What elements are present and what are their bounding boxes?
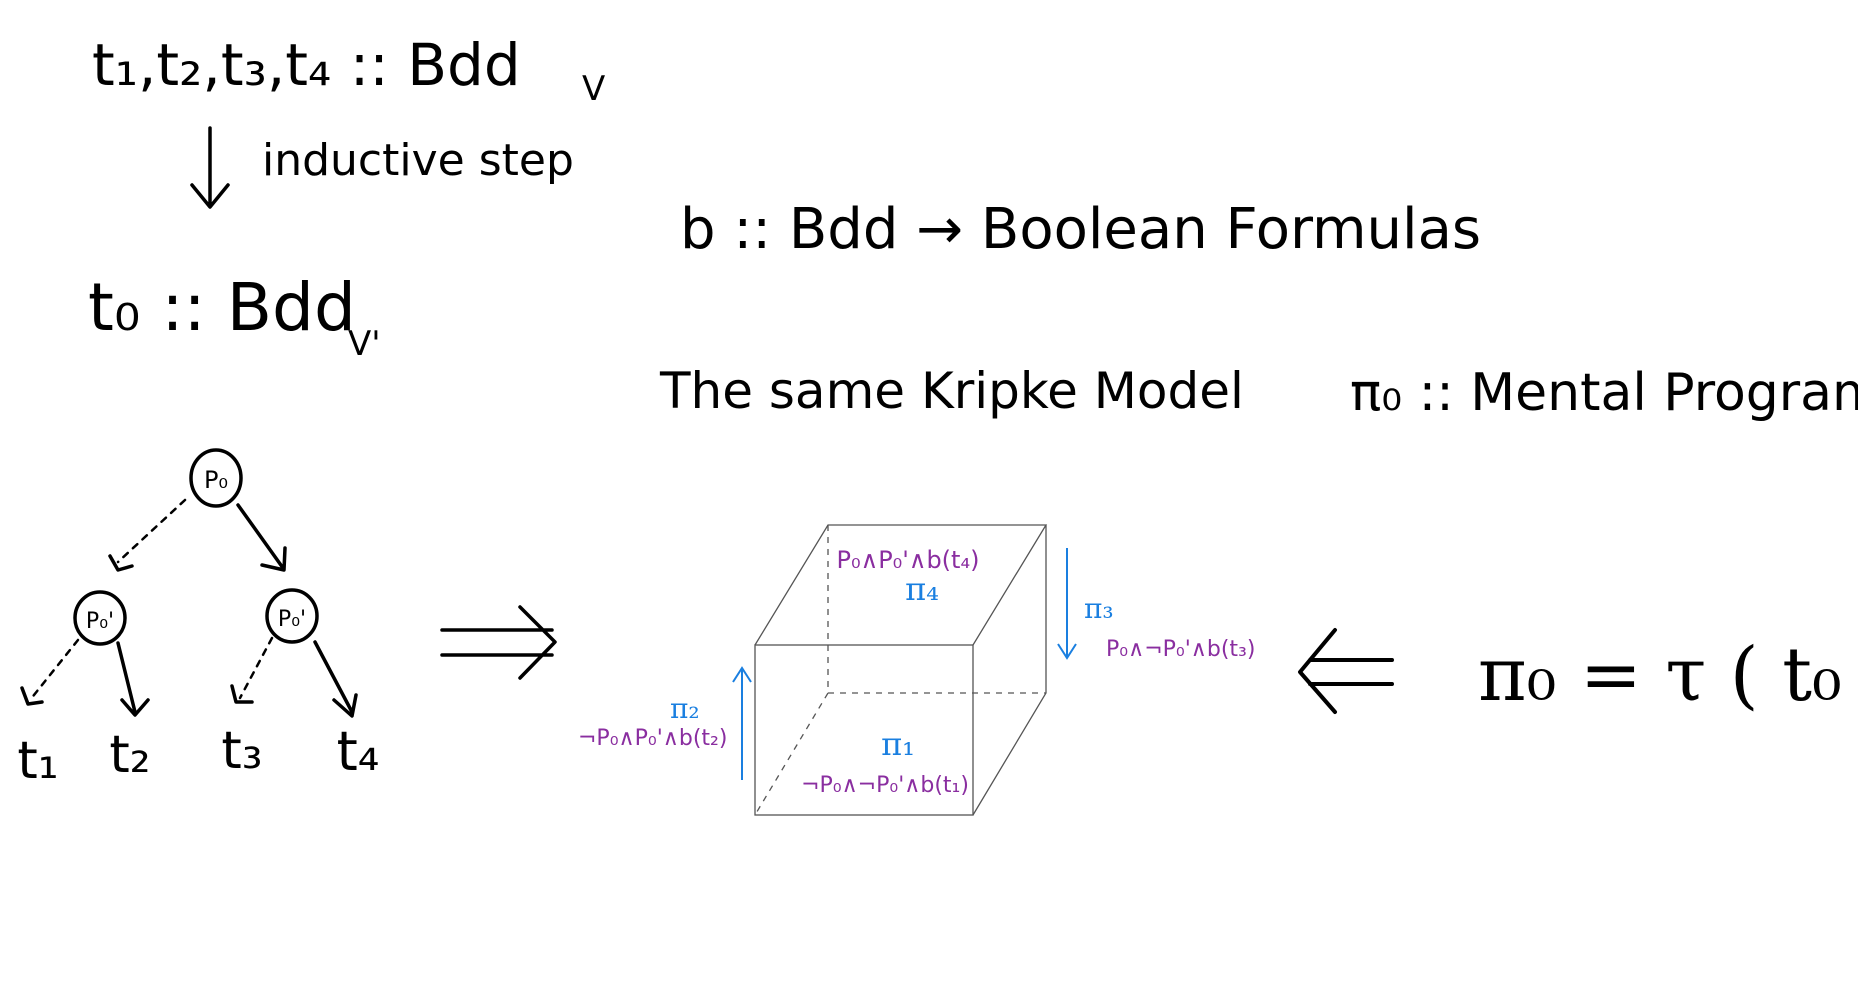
left-true-edge	[116, 641, 150, 717]
inductive-step-arrow	[190, 126, 230, 209]
left-program: π₂	[670, 692, 700, 725]
left-formula: ¬P₀∧P₀'∧b(t₂)	[578, 726, 727, 751]
right-node	[265, 588, 319, 644]
front-formula: ¬P₀∧¬P₀'∧b(t₁)	[801, 773, 969, 798]
cube-hidden-edges	[754, 525, 1046, 816]
right-false-arrowhead	[230, 684, 254, 704]
cube-front-face	[754, 644, 974, 816]
left-false-arrowhead	[20, 686, 44, 706]
translation-arrow	[1298, 628, 1394, 714]
root-node-label: P₀	[204, 466, 228, 494]
implies-arrow	[440, 605, 557, 680]
left-node	[73, 590, 127, 646]
leaf-types-declaration: t₁,t₂,t₃,t₄ :: Bdd	[92, 31, 521, 99]
kripke-cube: P₀∧P₀'∧b(t₄) π₄ π₃ P₀∧¬P₀'∧b(t₃) π₂ ¬P₀∧…	[578, 524, 1255, 816]
root-false-edge	[116, 498, 187, 564]
translation-equation: π₀ = τ ( t₀ )	[1478, 632, 1858, 718]
left-false-edge	[28, 638, 80, 702]
bdd-tree: P₀ P₀' P₀' t₁ t₂ t₃ t₄	[17, 448, 380, 791]
front-program: π₁	[881, 725, 915, 763]
mental-programs-title: π₀ :: Mental Programs	[1350, 363, 1858, 423]
top-program: π₄	[905, 570, 939, 608]
top-formula: P₀∧P₀'∧b(t₄)	[837, 546, 980, 574]
left-node-label: P₀'	[86, 609, 114, 634]
right-program-arrow	[1057, 548, 1077, 660]
leaf-t2: t₂	[109, 725, 150, 785]
left-program-arrow	[732, 666, 752, 780]
right-formula: P₀∧¬P₀'∧b(t₃)	[1106, 637, 1255, 662]
root-type-subscript: V'	[348, 324, 381, 364]
root-true-edge	[236, 503, 287, 572]
b-function-declaration: b :: Bdd → Boolean Formulas	[680, 197, 1481, 262]
leaf-t4: t₄	[337, 720, 380, 783]
kripke-model-title: The same Kripke Model	[659, 362, 1244, 420]
inductive-step-label: inductive step	[262, 135, 574, 186]
leaf-t3: t₃	[221, 721, 262, 781]
right-program: π₃	[1084, 592, 1114, 625]
root-node	[189, 448, 243, 508]
right-false-edge	[238, 636, 274, 700]
leaf-t1: t₁	[17, 731, 58, 791]
root-false-arrowhead	[108, 554, 134, 572]
right-node-label: P₀'	[278, 607, 306, 632]
leaf-types-subscript: V	[582, 69, 605, 109]
right-true-edge	[313, 640, 358, 718]
root-type-declaration: t₀ :: Bdd	[88, 269, 356, 346]
